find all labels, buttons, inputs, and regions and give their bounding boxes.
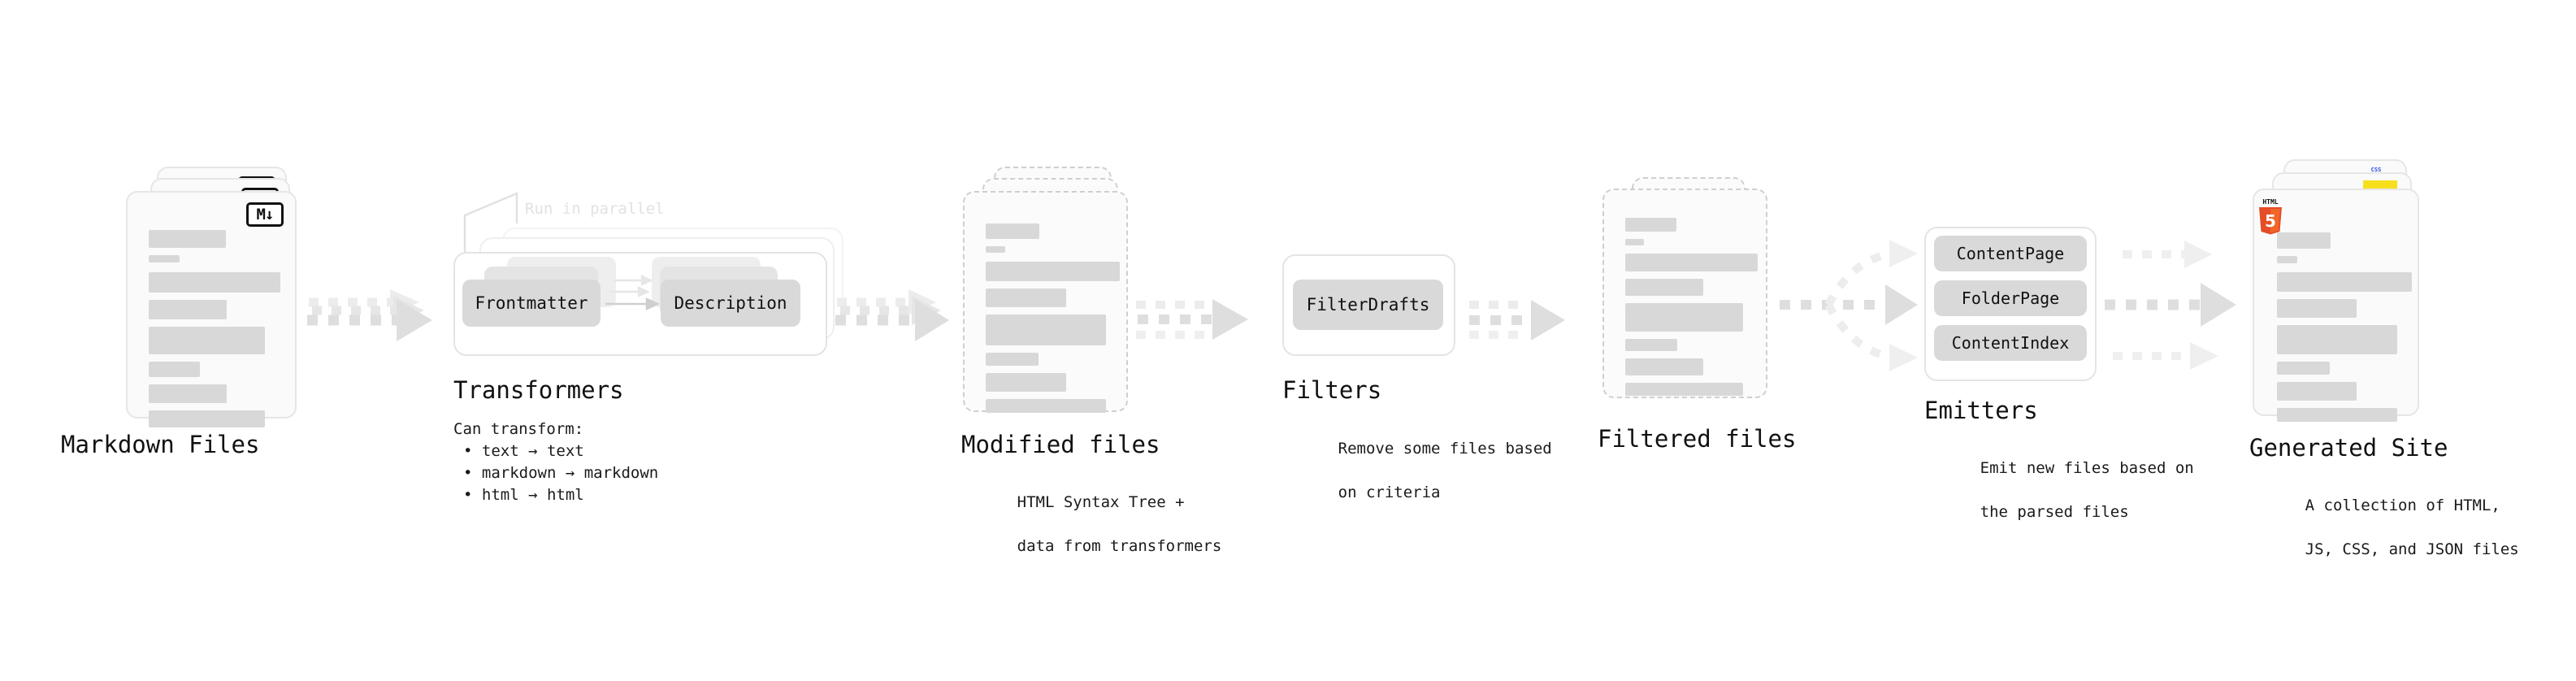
stage-filtered-files: Filtered files	[1598, 177, 1796, 453]
doc-content-lines	[149, 230, 280, 435]
generated-doc-html: HTML 5	[2253, 189, 2419, 422]
stage-markdown-files: M↓ M↓ M↓ Markdown Files	[61, 167, 313, 458]
emitter-chip-contentindex[interactable]: ContentIndex	[1934, 325, 2087, 361]
generated-doc-stack: CSS HTML 5	[2253, 159, 2448, 427]
stage-label-generated: Generated Site	[2249, 434, 2448, 462]
stage-generated-site: CSS HTML 5	[2249, 159, 2519, 558]
transformers-bullets: • text → text • markdown → markdown • ht…	[463, 440, 658, 506]
markdown-icon: M↓	[246, 202, 284, 227]
doc-content-lines	[2277, 232, 2412, 429]
stage-modified-files: Modified files HTML Syntax Tree + data f…	[961, 167, 1221, 555]
transformer-chip-description[interactable]: Description	[661, 280, 800, 327]
markdown-doc-front: M↓	[126, 191, 297, 427]
run-in-parallel-note: Run in parallel	[525, 200, 665, 218]
transformers-bullet: • markdown → markdown	[463, 464, 659, 482]
filtered-doc-front	[1602, 189, 1767, 398]
stage-label-filtered: Filtered files	[1598, 425, 1797, 453]
stage-label-markdown: Markdown Files	[61, 431, 260, 458]
svg-text:HTML: HTML	[2262, 198, 2278, 206]
markdown-doc-stack: M↓ M↓ M↓	[126, 167, 313, 427]
css-badge-text: CSS	[2370, 167, 2382, 173]
filters-desc: Remove some files based on criteria	[1338, 440, 1552, 501]
modified-doc-stack	[963, 167, 1150, 419]
html5-icon: HTML 5	[2259, 198, 2282, 235]
stage-label-filters: Filters	[1282, 376, 1382, 404]
doc-content-lines	[1625, 218, 1758, 403]
transformer-chip-frontmatter[interactable]: Frontmatter	[462, 280, 601, 327]
filtered-doc-stack	[1602, 177, 1789, 421]
transformers-bullet: • html → html	[463, 486, 584, 504]
emitter-chip-contentpage[interactable]: ContentPage	[1934, 236, 2087, 271]
modified-doc-front	[963, 191, 1128, 413]
stage-label-emitters: Emitters	[1924, 397, 2038, 424]
emitters-desc: Emit new files based on the parsed files	[1980, 459, 2194, 521]
generated-desc: A collection of HTML, JS, CSS, and JSON …	[2305, 497, 2519, 558]
svg-text:5: 5	[2265, 211, 2276, 231]
stage-label-transformers: Transformers	[453, 376, 624, 404]
emitter-chip-folderpage[interactable]: FolderPage	[1934, 280, 2087, 316]
transformers-desc-heading: Can transform:	[453, 420, 584, 438]
stage-label-modified: Modified files	[961, 431, 1160, 458]
transformers-bullet: • text → text	[463, 442, 584, 460]
modified-desc: HTML Syntax Tree + data from transformer…	[1017, 493, 1222, 555]
doc-content-lines	[986, 223, 1120, 420]
filter-chip-filterdrafts[interactable]: FilterDrafts	[1293, 280, 1443, 330]
